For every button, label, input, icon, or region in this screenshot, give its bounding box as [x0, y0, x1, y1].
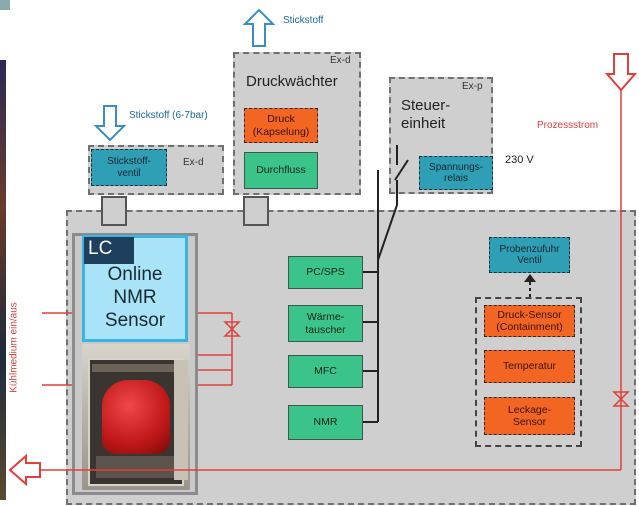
corner-mark — [0, 0, 10, 10]
probenzufuhr-ventil: Probenzufuhr Ventil — [489, 237, 570, 273]
steuereinheit-ex-tag: Ex-p — [462, 81, 483, 92]
prozessstrom-label: Prozessstrom — [537, 120, 599, 131]
switch-to-bus — [377, 204, 398, 261]
spannungsrelais-label: Spannungs- relais — [429, 161, 483, 185]
leckage-sensor-box: Leckage- Sensor — [484, 397, 575, 435]
druckwaechter-ex-tag: Ex-d — [330, 55, 351, 66]
module-nmr: NMR — [288, 405, 363, 440]
sensor-label: Online NMR Sensor — [104, 264, 166, 331]
module-mfc-label: MFC — [314, 365, 337, 378]
left-photo-strip — [0, 60, 6, 500]
switch-blade — [394, 159, 409, 181]
stickstoff-in-arrow — [93, 105, 127, 142]
prozess-valve-icon — [612, 391, 630, 407]
druckwaechter-title: Druckwächter — [246, 73, 338, 90]
module-nmr-label: NMR — [313, 416, 338, 429]
photo-shelf — [92, 364, 180, 372]
temperatur-box: Temperatur — [484, 350, 575, 383]
stickstoffventil-inner: Stickstoff- ventil — [91, 149, 167, 186]
stickstoff-top-label: Stickstoff — [283, 15, 324, 26]
durchfluss-label: Durchfluss — [256, 164, 306, 177]
stickstoffventil-label: Stickstoff- ventil — [107, 156, 151, 179]
druck-sensor-label: Druck-Sensor (Containment) — [496, 308, 563, 333]
druck-sensor-box: Druck-Sensor (Containment) — [484, 305, 575, 337]
module-waermetauscher: Wärme- tauscher — [288, 305, 363, 342]
probenzufuhr-ventil-label: Probenzufuhr Ventil — [499, 243, 560, 267]
lc-label-box — [84, 237, 134, 264]
stickstoff-out-arrow — [242, 8, 276, 47]
connector-left — [101, 196, 127, 226]
sample-valve-icon — [223, 321, 241, 337]
druck-kapselung-label: Druck (Kapselung) — [252, 113, 310, 138]
nmr-photo — [82, 344, 190, 490]
steuereinheit-title: Steuer- einheit — [401, 97, 451, 132]
sensor-panel — [82, 235, 188, 342]
prozessstrom-out-arrow — [8, 453, 41, 487]
photo-magnet — [102, 380, 170, 454]
leckage-sensor-label: Leckage- Sensor — [507, 403, 552, 428]
druck-kapselung-box: Druck (Kapselung) — [244, 108, 318, 143]
sensor-group-frame — [475, 297, 582, 447]
temperatur-label: Temperatur — [502, 360, 557, 373]
probe-arrow-head — [524, 274, 536, 282]
connector-mid — [243, 196, 269, 226]
module-pc-sps: PC/SPS — [288, 256, 363, 289]
stickstoffventil-ex-tag: Ex-d — [183, 157, 204, 168]
module-mfc: MFC — [288, 355, 363, 388]
photo-door — [174, 360, 188, 480]
module-waermetauscher-label: Wärme- tauscher — [305, 311, 346, 336]
lc-label: LC — [88, 238, 113, 259]
module-pc-sps-label: PC/SPS — [306, 266, 345, 279]
photo-base — [96, 456, 176, 478]
stickstoff-left-label: Stickstoff (6-7bar) — [129, 110, 208, 121]
durchfluss-box: Durchfluss — [244, 152, 318, 189]
spannungsrelais-box: Spannungs- relais — [419, 156, 493, 190]
voltage-label: 230 V — [505, 154, 534, 166]
prozessstrom-in-arrow — [604, 53, 638, 92]
